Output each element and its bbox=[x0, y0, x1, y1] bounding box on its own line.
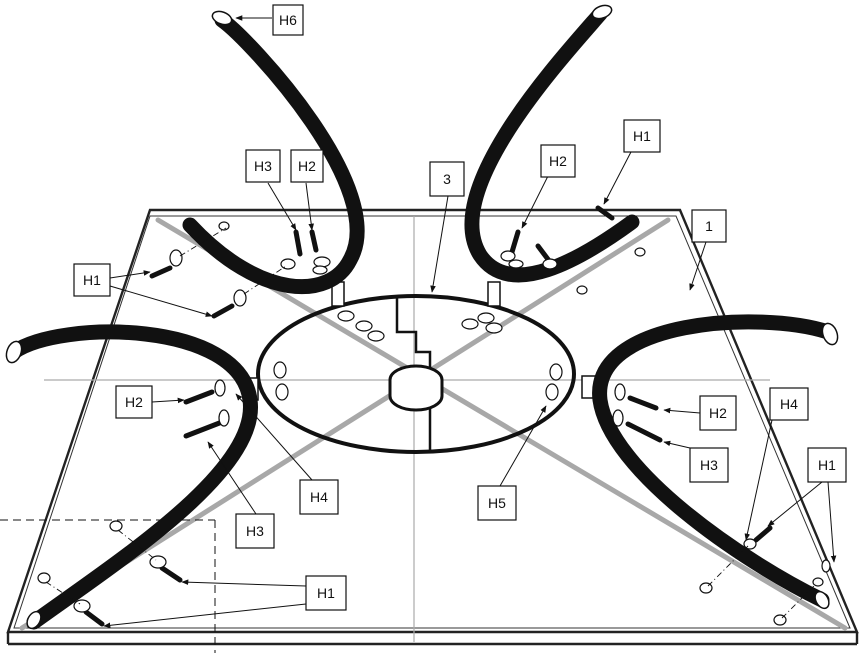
callout-h2-top-left: H2 bbox=[290, 149, 324, 183]
corner-reference-dashes bbox=[0, 519, 216, 653]
callout-h3-left: H3 bbox=[235, 513, 275, 549]
callout-h1-bottom: H1 bbox=[305, 575, 347, 611]
callout-h2-left-text: H2 bbox=[125, 394, 143, 410]
callout-h5-center-text: H5 bbox=[488, 495, 506, 511]
glass-tabletop bbox=[6, 208, 859, 646]
callout-h3-right-text: H3 bbox=[700, 457, 718, 473]
callout-h3-right: H3 bbox=[689, 447, 729, 483]
callout-h2-left: H2 bbox=[115, 385, 153, 419]
callout-h1-bottom-text: H1 bbox=[317, 585, 335, 601]
callout-part-3-text: 3 bbox=[443, 171, 451, 187]
callout-h2-top-right-text: H2 bbox=[549, 153, 567, 169]
callout-h1-right-text: H1 bbox=[818, 457, 836, 473]
callout-h3-left-text: H3 bbox=[246, 523, 264, 539]
callout-h2-top-left-text: H2 bbox=[298, 158, 316, 174]
callout-h1-left: H1 bbox=[73, 263, 111, 297]
callout-h4-right-text: H4 bbox=[780, 396, 798, 412]
callout-h3-top-left: H3 bbox=[245, 149, 281, 183]
callout-part-1: 1 bbox=[691, 209, 727, 243]
callout-part-1-text: 1 bbox=[705, 218, 713, 234]
callout-h4-left-text: H4 bbox=[310, 489, 328, 505]
callout-h2-top-right: H2 bbox=[540, 144, 576, 178]
callout-h1-top-right: H1 bbox=[623, 119, 661, 153]
callout-h2-right-text: H2 bbox=[709, 405, 727, 421]
callout-h2-right: H2 bbox=[699, 395, 737, 431]
callout-h4-left: H4 bbox=[299, 479, 339, 515]
callout-h1-right: H1 bbox=[807, 447, 847, 483]
callout-h1-left-text: H1 bbox=[83, 272, 101, 288]
callout-h6-text: H6 bbox=[279, 12, 297, 28]
leg-end-caps bbox=[5, 4, 839, 630]
center-ring-frame bbox=[243, 281, 597, 454]
hardware bbox=[37, 205, 831, 627]
callout-h1-top-right-text: H1 bbox=[633, 128, 651, 144]
callout-h6: H6 bbox=[272, 4, 304, 36]
callout-h5-center: H5 bbox=[477, 485, 517, 521]
callout-h4-right: H4 bbox=[769, 387, 809, 421]
callout-h3-top-left-text: H3 bbox=[254, 158, 272, 174]
leader-lines bbox=[103, 15, 837, 629]
legs bbox=[6, 6, 836, 630]
callout-part-3: 3 bbox=[429, 161, 465, 197]
